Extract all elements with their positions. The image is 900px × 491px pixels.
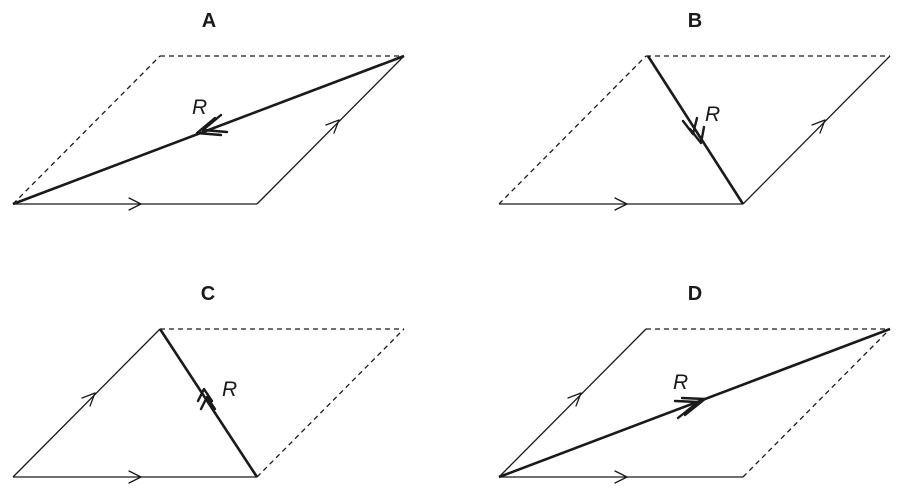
panel-c-resultant-arrowhead-1	[196, 387, 214, 403]
panel-b-resultant-label: R	[705, 103, 720, 126]
panel-d-bottom-arrowhead	[614, 470, 628, 484]
panel-b-right-arrowhead	[811, 119, 826, 134]
panel-b-bottom-arrowhead	[614, 197, 628, 211]
panel-c-resultant-label: R	[222, 378, 237, 401]
panel-a-resultant-label: R	[192, 96, 207, 119]
panel-a: A R	[12, 10, 405, 211]
panel-d: D R	[498, 283, 891, 484]
panel-c-resultant-arrowhead-2	[199, 395, 217, 411]
panel-c-label: C	[201, 283, 215, 305]
panel-a-resultant-arrowhead-2	[201, 113, 229, 134]
panel-d-right-dashed-side	[742, 328, 891, 478]
panel-b-left-dashed-side	[498, 55, 647, 205]
panel-b: B R	[498, 10, 891, 211]
panel-d-label: D	[688, 283, 702, 305]
panel-b-resultant	[646, 55, 745, 205]
panel-b-right-vector	[742, 55, 891, 205]
panel-d-left-arrowhead	[567, 392, 582, 407]
panel-b-resultant-arrowhead-2	[688, 125, 706, 145]
panel-a-label: A	[202, 10, 216, 32]
panel-d-resultant-arrowhead-2	[680, 396, 707, 417]
panel-a-right-arrowhead	[325, 119, 340, 134]
panel-c: C R	[12, 283, 405, 484]
panel-c-resultant	[158, 328, 259, 478]
panel-b-label: B	[688, 10, 702, 32]
panel-d-left-vector	[498, 328, 647, 478]
panel-c-bottom-arrowhead	[128, 470, 142, 484]
panel-d-resultant-arrowhead-1	[673, 399, 700, 420]
panel-a-resultant-arrowhead-1	[195, 116, 223, 137]
panel-d-resultant-label: R	[673, 371, 688, 394]
panel-c-left-arrowhead	[81, 392, 96, 407]
panel-a-right-vector	[256, 55, 405, 205]
panel-c-right-dashed-side	[256, 328, 405, 478]
panel-c-left-vector	[12, 328, 161, 478]
panel-a-left-dashed-side	[12, 55, 161, 205]
panel-a-bottom-arrowhead	[128, 197, 142, 211]
